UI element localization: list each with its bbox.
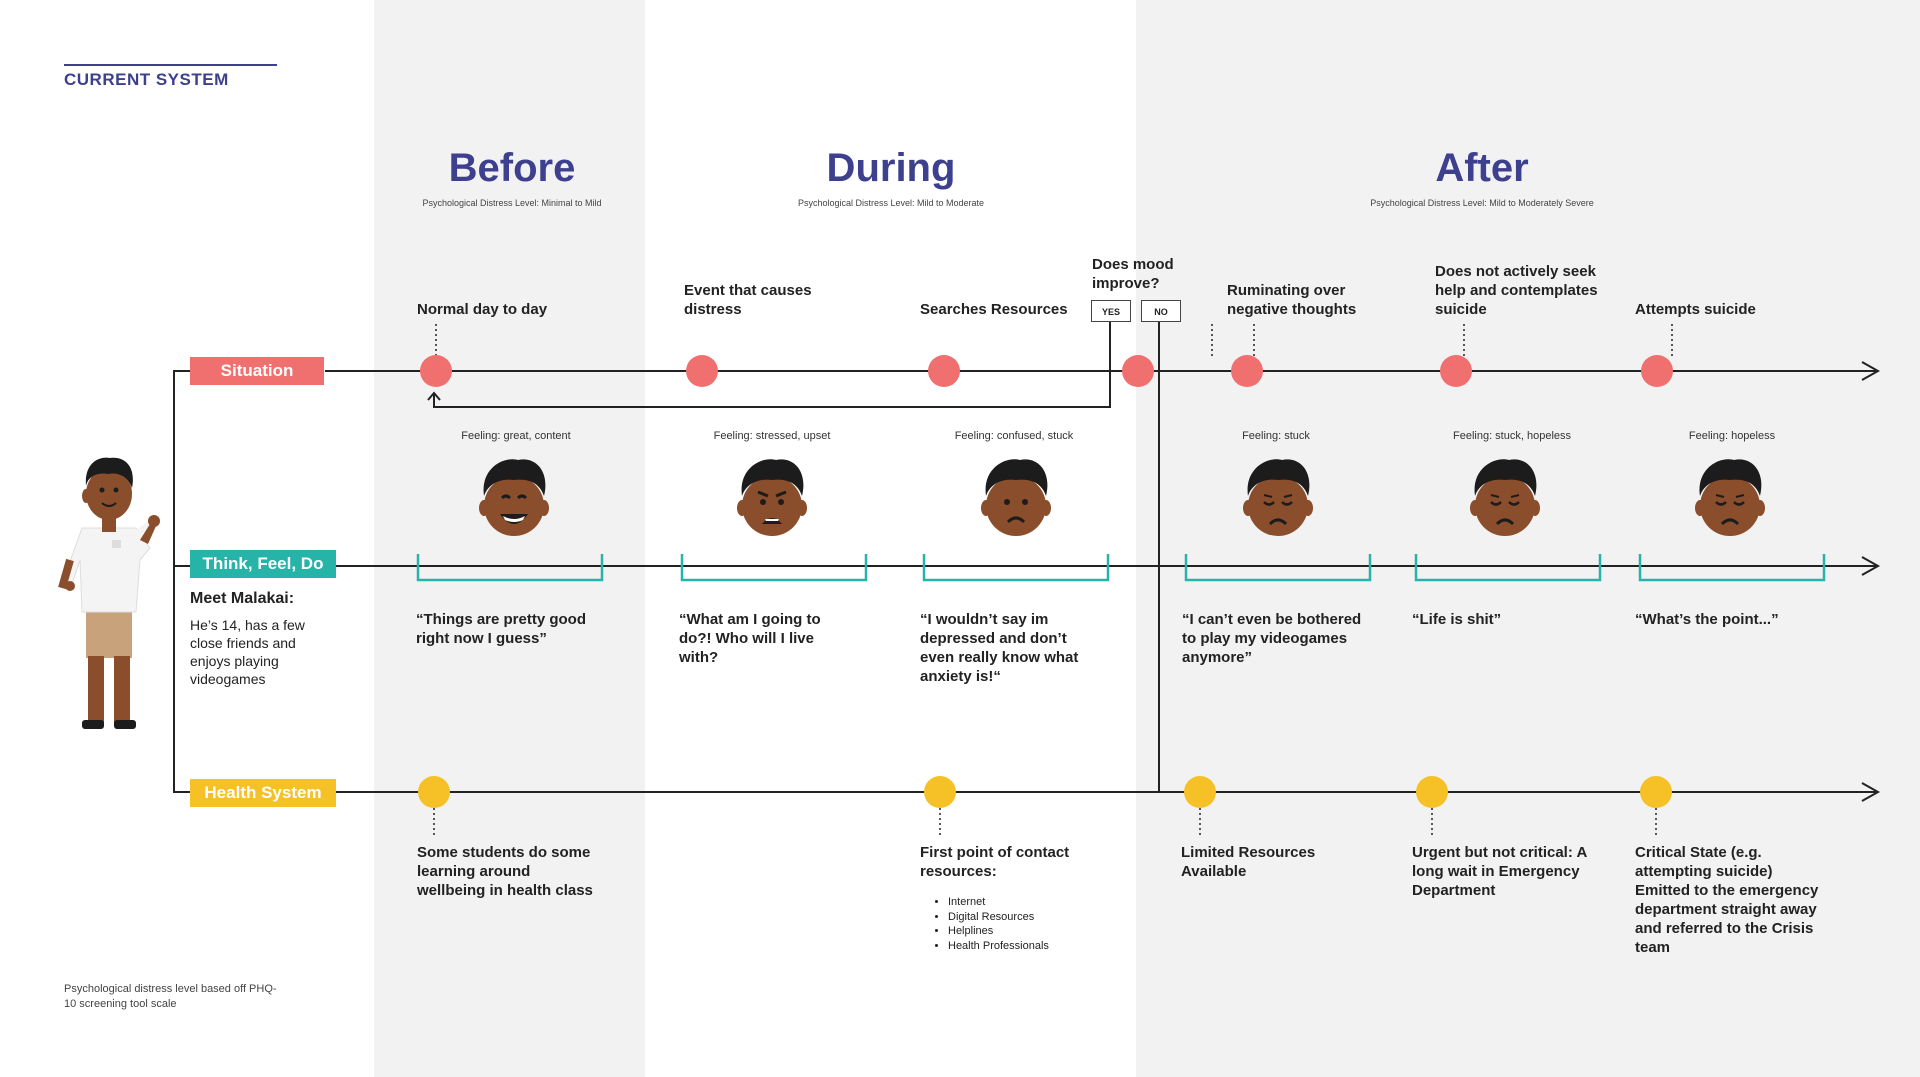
situation-node — [1440, 355, 1472, 387]
title-rule — [64, 64, 277, 66]
health-node — [1416, 776, 1448, 808]
resource-item: Internet — [948, 895, 1049, 910]
resource-item: Digital Resources — [948, 910, 1049, 925]
face-sad-icon — [1468, 457, 1542, 538]
resource-item: Helplines — [948, 924, 1049, 939]
think-bracket — [416, 554, 604, 582]
situation-step-label: Searches Resources — [920, 301, 1068, 318]
feeling-label: Feeling: hopeless — [1688, 430, 1776, 442]
page-title: CURRENT SYSTEM — [64, 70, 229, 89]
situation-step-label: Does mood improve? — [1092, 256, 1174, 292]
phase-during-level: Psychological Distress Level: Mild to Mo… — [797, 198, 985, 208]
decision-yes-option: YES — [1091, 300, 1131, 322]
think-bracket — [1414, 554, 1602, 582]
situation-node — [686, 355, 718, 387]
quote-text: “Life is shit” — [1412, 611, 1502, 628]
situation-step-label: Attempts suicide — [1635, 301, 1756, 318]
phase-during: During Psychological Distress Level: Mil… — [798, 146, 984, 208]
quote-text: “I wouldn’t say im depressed and don’t e… — [920, 611, 1079, 685]
health-node — [1184, 776, 1216, 808]
persona-figure-icon — [58, 457, 160, 729]
lane-label-situation: Situation — [190, 357, 324, 385]
resources-list: Internet Digital Resources Helplines Hea… — [920, 895, 1049, 953]
lane-bracket — [173, 370, 190, 793]
health-step-label: First point of contact resources: — [920, 844, 1070, 880]
health-node — [418, 776, 450, 808]
think-bracket — [680, 554, 868, 582]
face-sad-icon — [1241, 457, 1315, 538]
lane-label-health: Health System — [190, 779, 336, 807]
situation-step-label: Normal day to day — [417, 301, 548, 318]
phase-before: Before Psychological Distress Level: Min… — [422, 146, 601, 208]
quote-text: “What’s the point...” — [1635, 611, 1779, 628]
situation-step-label: Does not actively seek help and contempl… — [1435, 263, 1598, 318]
situation-node — [420, 355, 452, 387]
health-arrow — [1861, 782, 1881, 802]
health-step-label: Some students do some learning around we… — [417, 844, 593, 899]
situation-node — [1231, 355, 1263, 387]
phase-after-title: After — [1435, 146, 1529, 190]
think-bracket — [1638, 554, 1826, 582]
before-band — [374, 0, 645, 1077]
phase-after: After Psychological Distress Level: Mild… — [1370, 146, 1594, 208]
phase-after-level: Psychological Distress Level: Mild to Mo… — [1370, 198, 1594, 208]
face-upset-icon — [735, 457, 809, 538]
health-step-label: Critical State (e.g. attempting suicide)… — [1635, 844, 1819, 956]
face-sad-icon — [1693, 457, 1767, 538]
quote-text: “Things are pretty good right now I gues… — [416, 611, 587, 647]
lane-label-think: Think, Feel, Do — [190, 550, 336, 578]
feeling-label: Feeling: stuck, hopeless — [1452, 430, 1572, 442]
health-step-label: Limited Resources Available — [1181, 844, 1316, 880]
feeling-label: Feeling: stuck — [1242, 430, 1310, 442]
situation-node — [1122, 355, 1154, 387]
feeling-label: Feeling: stressed, upset — [713, 430, 831, 442]
health-step-label: Urgent but not critical: A long wait in … — [1412, 844, 1587, 899]
after-band — [1136, 0, 1920, 1077]
think-bracket — [922, 554, 1110, 582]
situation-node — [1641, 355, 1673, 387]
think-arrow — [1861, 556, 1881, 576]
phase-during-title: During — [826, 146, 956, 190]
phase-before-level: Psychological Distress Level: Minimal to… — [422, 198, 602, 208]
think-bracket — [1184, 554, 1372, 582]
resource-item: Health Professionals — [948, 939, 1049, 954]
feeling-label: Feeling: confused, stuck — [954, 430, 1074, 442]
face-happy-icon — [477, 457, 551, 538]
health-node — [924, 776, 956, 808]
persona-description: He’s 14, has a few close friends and enj… — [190, 617, 305, 687]
situation-step-label: Event that causes distress — [684, 282, 812, 318]
decision-no-option: NO — [1141, 300, 1181, 322]
yes-loop-arrow — [427, 391, 441, 401]
face-confused-icon — [979, 457, 1053, 538]
quote-text: “What am I going to do?! Who will I live… — [679, 611, 821, 666]
footnote: Psychological distress level based off P… — [64, 983, 277, 1010]
health-node — [1640, 776, 1672, 808]
feeling-label: Feeling: great, content — [461, 430, 571, 442]
persona-name: Meet Malakai: — [190, 590, 295, 607]
situation-node — [928, 355, 960, 387]
situation-arrow — [1861, 361, 1881, 381]
yes-loop-line — [433, 321, 1111, 408]
situation-step-label: Ruminating over negative thoughts — [1227, 282, 1357, 318]
phase-before-title: Before — [448, 146, 576, 190]
quote-text: “I can’t even be bothered to play my vid… — [1182, 611, 1362, 666]
